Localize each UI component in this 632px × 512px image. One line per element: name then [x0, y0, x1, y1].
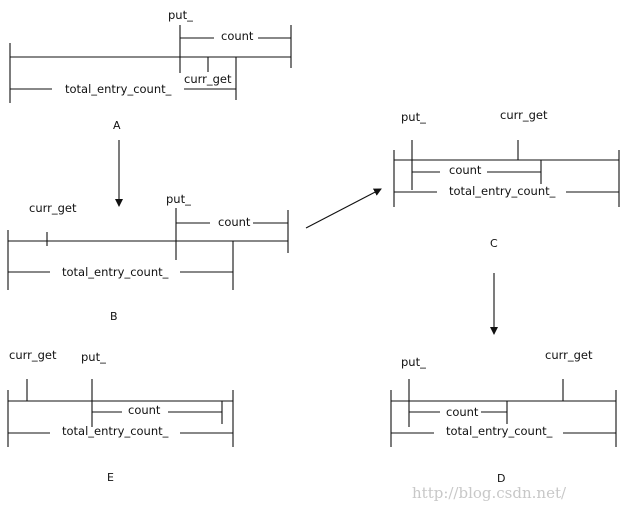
curr-get-label: curr_get [29, 201, 77, 215]
put-label: put_ [401, 110, 426, 124]
panel-label: B [110, 310, 118, 323]
panel-b: curr_get put_ count total_entry_count_ B [7, 192, 289, 323]
curr-get-label: curr_get [9, 348, 57, 362]
total-entry-count-label: total_entry_count_ [446, 424, 553, 438]
count-label: count [128, 403, 161, 417]
panel-label: D [497, 472, 505, 485]
count-label: count [449, 163, 482, 177]
count-label: count [446, 405, 479, 419]
total-entry-count-label: total_entry_count_ [449, 184, 556, 198]
curr-get-label: curr_get [500, 108, 548, 122]
curr-get-label: curr_get [545, 348, 593, 362]
arrow-b-to-c [305, 188, 382, 229]
panel-c: put_ curr_get count total_entry_count_ C [393, 108, 620, 250]
panel-e: curr_get put_ count total_entry_count_ E [7, 348, 234, 484]
panel-d: put_ curr_get count total_entry_count_ D [390, 348, 617, 485]
panel-a: put_ count curr_get total_entry_count_ A [9, 8, 292, 132]
put-label: put_ [401, 355, 426, 369]
total-entry-count-label: total_entry_count_ [65, 82, 172, 96]
panel-label: A [113, 119, 121, 132]
total-entry-count-label: total_entry_count_ [62, 424, 169, 438]
put-label: put_ [168, 8, 193, 22]
panel-label: E [107, 471, 114, 484]
put-label: put_ [81, 350, 106, 364]
total-entry-count-label: total_entry_count_ [62, 265, 169, 279]
watermark: http://blog.csdn.net/ [412, 484, 567, 502]
curr-get-label: curr_get [184, 72, 232, 86]
count-label: count [221, 29, 254, 43]
put-label: put_ [166, 192, 191, 206]
panel-label: C [490, 237, 498, 250]
count-label: count [218, 215, 251, 229]
